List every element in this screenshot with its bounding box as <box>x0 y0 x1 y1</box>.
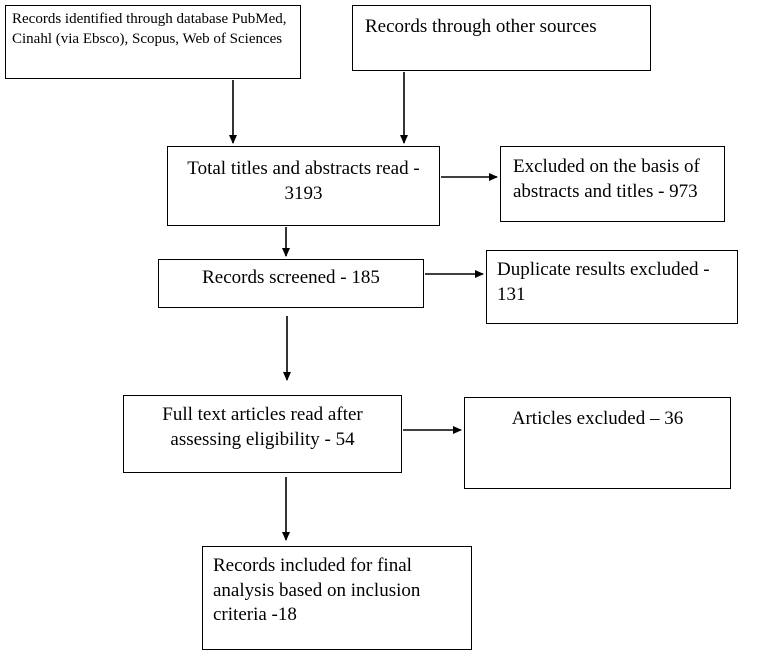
articles-excluded-text: Articles excluded – 36 <box>511 408 684 429</box>
excluded-abstracts-text: Excluded on the basis of abstracts and t… <box>513 156 700 202</box>
records-screened-box: Records screened - 185 <box>158 259 424 308</box>
records-screened-text: Records screened - 185 <box>202 267 380 288</box>
duplicates-excluded-text: Duplicate results excluded - 131 <box>497 259 710 305</box>
database-records-text: Records identified through database PubM… <box>12 11 287 47</box>
other-sources-box: Records through other sources <box>352 5 651 71</box>
titles-abstracts-box: Total titles and abstracts read - 3193 <box>167 146 440 226</box>
full-text-text: Full text articles read after assessing … <box>162 404 363 450</box>
titles-abstracts-text: Total titles and abstracts read - 3193 <box>187 158 420 204</box>
articles-excluded-box: Articles excluded – 36 <box>464 397 731 489</box>
duplicates-excluded-box: Duplicate results excluded - 131 <box>486 250 738 324</box>
database-records-box: Records identified through database PubM… <box>5 5 301 79</box>
final-included-text: Records included for final analysis base… <box>213 555 421 626</box>
final-included-box: Records included for final analysis base… <box>202 546 472 650</box>
other-sources-text: Records through other sources <box>365 16 597 37</box>
full-text-box: Full text articles read after assessing … <box>123 395 402 473</box>
excluded-abstracts-box: Excluded on the basis of abstracts and t… <box>500 146 725 222</box>
